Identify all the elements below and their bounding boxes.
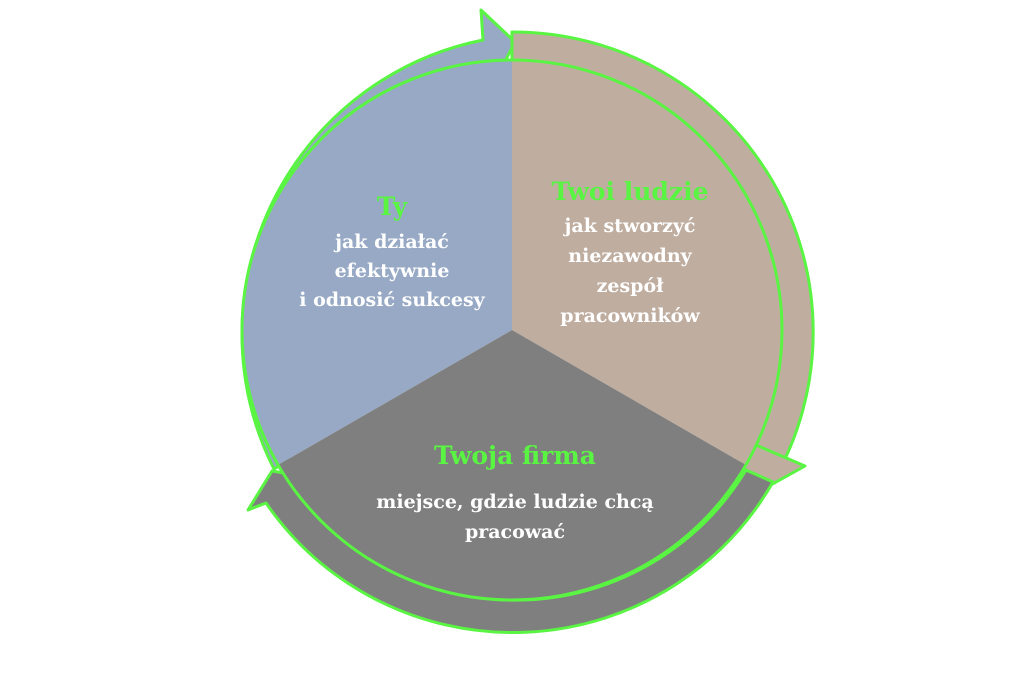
label-group-company: Twoja firma miejsce, gdzie ludzie chcą p…	[376, 441, 653, 543]
segment-line-people-3: zespół	[597, 275, 665, 297]
segment-line-you-3: i odnosić sukcesy	[299, 289, 485, 311]
label-group-you: Ty jak działać efektywnie i odnosić sukc…	[299, 192, 485, 311]
pie	[240, 58, 784, 602]
segment-line-you-2: efektywnie	[335, 260, 450, 282]
segment-company	[278, 330, 746, 601]
segment-line-people-4: pracowników	[560, 305, 700, 327]
segment-you	[241, 59, 513, 466]
segment-people	[512, 59, 783, 466]
segment-line-people-2: niezawodny	[568, 245, 692, 267]
label-group-people: Twoi ludzie jak stworzyć niezawodny zesp…	[551, 177, 708, 327]
segment-title-company: Twoja firma	[434, 441, 596, 470]
segment-line-you-1: jak działać	[333, 231, 449, 253]
inner-outline	[240, 58, 784, 602]
segment-title-people: Twoi ludzie	[551, 177, 708, 206]
segment-line-company-2: pracować	[465, 521, 565, 543]
segment-line-company-1: miejsce, gdzie ludzie chcą	[376, 491, 653, 513]
segment-line-people-1: jak stworzyć	[563, 215, 696, 237]
segment-title-you: Ty	[377, 192, 409, 221]
